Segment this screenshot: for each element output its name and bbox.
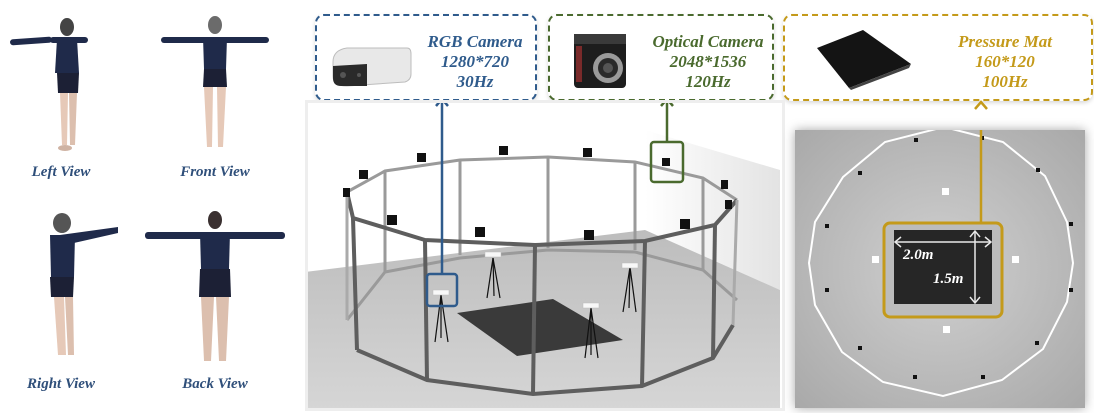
- top-view-panel: 2.0m 1.5m: [795, 120, 1085, 408]
- top-pressure-mat: [894, 230, 992, 304]
- pressure-mat-name: Pressure Mat: [958, 32, 1052, 51]
- capture-studio-3d: [305, 100, 785, 411]
- pressure-mat-resolution: 160*120: [975, 52, 1035, 71]
- pressure-mat-box: Pressure Mat 160*120 100Hz: [783, 14, 1093, 101]
- view-label-left: Left View: [31, 164, 91, 180]
- frame-outline: [807, 125, 1075, 398]
- rgb-camera-specs: RGB Camera 1280*720 30Hz: [415, 32, 535, 92]
- view-label-front: Front View: [180, 164, 250, 180]
- rgb-camera-box: RGB Camera 1280*720 30Hz: [315, 14, 537, 101]
- rgb-camera-rate: 30Hz: [456, 72, 494, 91]
- optical-camera-specs: Optical Camera 2048*1536 120Hz: [642, 32, 774, 92]
- optical-camera-icon: [574, 34, 626, 88]
- rgb-camera-resolution: 1280*720: [441, 52, 509, 71]
- pressure-mat-icon: [817, 30, 911, 90]
- floor-pressure-mat: [457, 299, 623, 356]
- mat-height-label: 1.5m: [933, 271, 964, 287]
- optical-camera-box: Optical Camera 2048*1536 120Hz: [548, 14, 774, 101]
- avatar-front-view: [161, 16, 269, 147]
- rgb-camera-name: RGB Camera: [427, 32, 523, 51]
- rgb-tripods: [434, 257, 637, 359]
- view-label-back: Back View: [182, 376, 248, 392]
- avatar-left-view: [10, 18, 88, 151]
- view-label-right: Right View: [27, 376, 95, 392]
- optical-camera-rate: 120Hz: [685, 72, 731, 91]
- optical-camera-resolution: 2048*1536: [669, 52, 747, 71]
- top-view-diagram: [795, 120, 1085, 408]
- avatar-back-view: [145, 211, 285, 361]
- mat-width-label: 2.0m: [903, 247, 934, 263]
- rgb-camera-icon: [332, 47, 412, 87]
- pressure-mat-specs: Pressure Mat 160*120 100Hz: [945, 32, 1065, 92]
- pressure-arrowhead: [974, 100, 988, 110]
- avatar-right-view: [50, 213, 118, 355]
- pressure-mat-rate: 100Hz: [982, 72, 1028, 91]
- optical-camera-name: Optical Camera: [652, 32, 764, 51]
- optical-camera-markers: [343, 146, 732, 240]
